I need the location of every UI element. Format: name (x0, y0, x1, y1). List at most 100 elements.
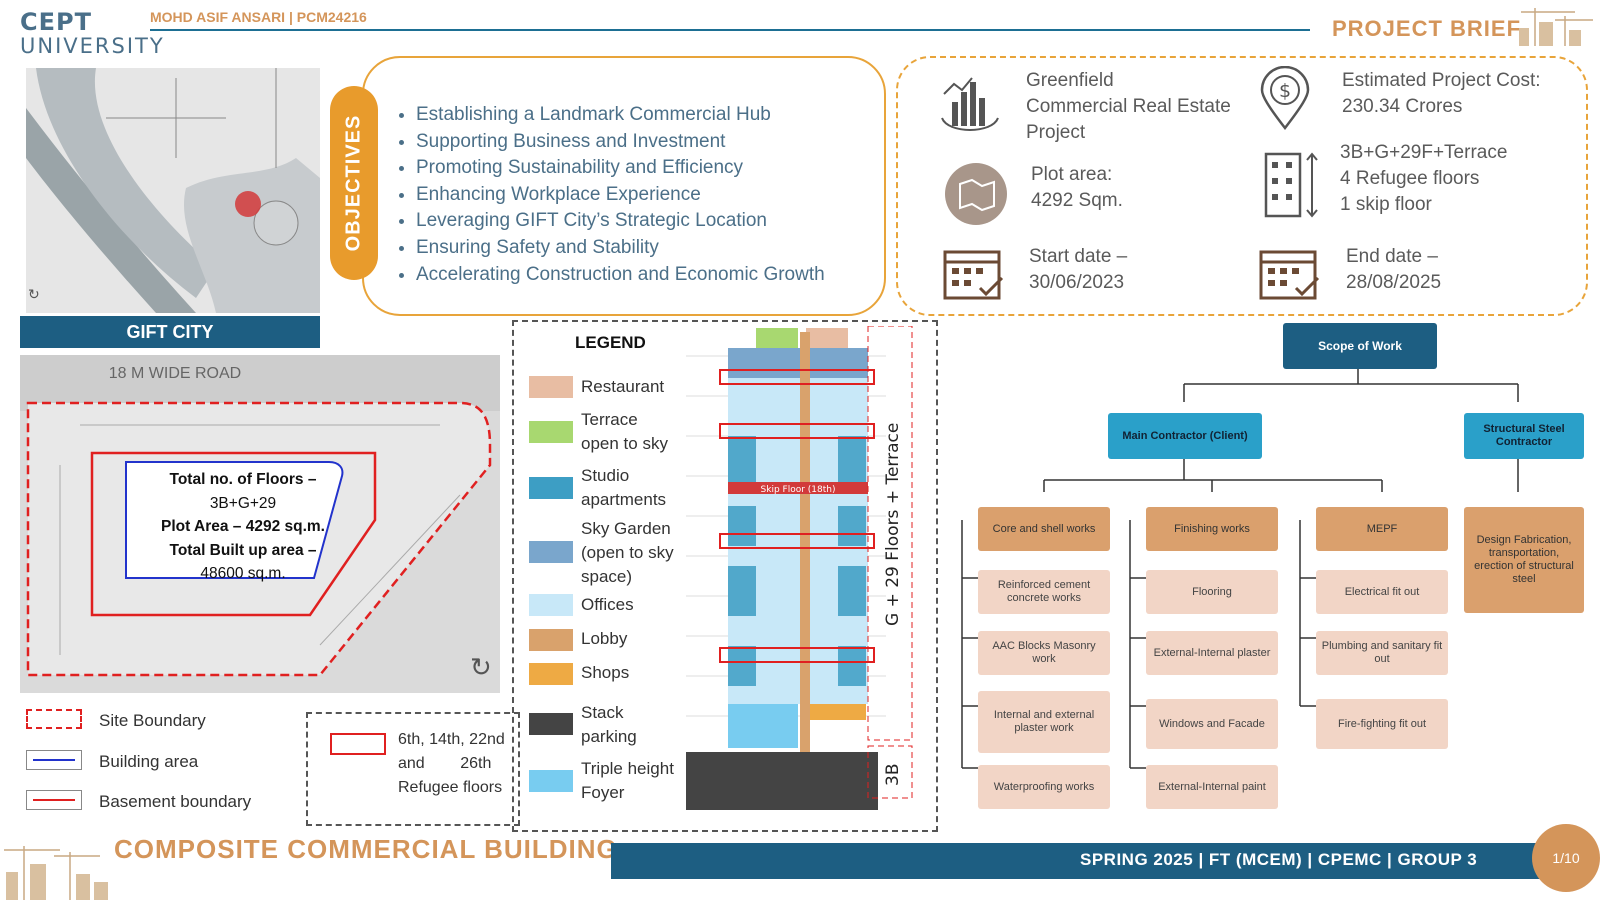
section-title: PROJECT BRIEF (1332, 16, 1522, 41)
objective-item: Enhancing Workplace Experience (416, 182, 825, 209)
scope-task: Fire-fighting fit out (1316, 699, 1448, 749)
building-area-symbol (26, 750, 82, 770)
finishing-node: Finishing works (1146, 507, 1278, 551)
legend-restaurant: Restaurant (581, 377, 665, 396)
end-date-label: End date – (1346, 246, 1438, 267)
legend-site-boundary: Site Boundary (99, 711, 206, 730)
main-contractor-node: Main Contractor (Client) (1108, 413, 1262, 459)
footer-title: COMPOSITE COMMERCIAL BUILDING (114, 834, 618, 864)
north-arrow-icon: ↻ (470, 652, 492, 682)
scope-task: Electrical fit out (1316, 570, 1448, 614)
site-info-line: 3B+G+29 (209, 494, 277, 512)
legend-foyer: Triple height Foyer (581, 759, 674, 802)
footer-bar (611, 843, 1541, 879)
scope-task: External-Internal plaster (1146, 631, 1278, 675)
refuge-legend (306, 712, 520, 826)
legend-building-area: Building area (99, 752, 199, 771)
terrace-swatch (529, 421, 573, 443)
lobby-swatch (529, 629, 573, 651)
shops-swatch (529, 663, 573, 685)
objective-item: Establishing a Landmark Commercial Hub (416, 102, 825, 129)
plot-area-value: 4292 Sqm. (1031, 190, 1123, 211)
legend-lobby: Lobby (581, 629, 628, 648)
scope-task: Plumbing and sanitary fit out (1316, 631, 1448, 675)
calendar-end-icon (1259, 250, 1320, 300)
project-type-line3: Project (1026, 122, 1086, 143)
plot-map-icon (945, 163, 1007, 225)
legend-offices: Offices (581, 595, 634, 614)
refuge-text: 6th, 14th, 22nd and 26th Refugee floors (398, 728, 505, 800)
site-info-line: Total Built up area – (169, 541, 317, 559)
objective-item: Supporting Business and Investment (416, 129, 825, 156)
offices-swatch (529, 594, 573, 616)
brief-panel (896, 56, 1588, 316)
site-info-line: 48600 sq.m. (200, 565, 286, 582)
university-logo-line1: CEPT (20, 8, 92, 36)
project-type-line1: Greenfield (1026, 70, 1114, 91)
legend-shops: Shops (581, 663, 630, 682)
skip-floor-label: Skip Floor (18th) (761, 485, 836, 495)
sky-garden-swatch (529, 541, 573, 563)
floors-count-label: G + 29 Floors + Terrace (883, 423, 903, 626)
header-divider (150, 29, 1310, 31)
restaurant-swatch (529, 376, 573, 398)
floors-summary-line2: 4 Refugee floors (1340, 168, 1480, 189)
start-date-value: 30/06/2023 (1029, 272, 1125, 293)
studio-swatch (529, 477, 573, 499)
svg-text:$: $ (1279, 80, 1291, 102)
building-floors-icon (1264, 152, 1318, 218)
crane-skyline-icon (4, 846, 108, 900)
cost-pin-icon: $ (1260, 66, 1310, 130)
end-date-value: 28/08/2025 (1346, 272, 1442, 293)
foyer-swatch (529, 770, 573, 792)
scope-task: External-Internal paint (1146, 765, 1278, 809)
page-number[interactable]: 1/10 (1532, 824, 1600, 892)
crane-skyline-icon (1519, 8, 1593, 46)
legend-basement-boundary: Basement boundary (99, 792, 252, 811)
legend-stack-parking: Stack parking (581, 703, 637, 746)
objective-item: Accelerating Construction and Economic G… (416, 262, 825, 289)
scope-task: AAC Blocks Masonry work (978, 631, 1110, 675)
mepf-node: MEPF (1316, 507, 1448, 551)
scope-connectors (961, 362, 1519, 769)
floors-summary-line1: 3B+G+29F+Terrace (1340, 142, 1508, 163)
building-area-outline (125, 461, 344, 579)
scope-task: Internal and external plaster work (978, 691, 1110, 753)
legend-title: LEGEND (575, 333, 646, 352)
map-caption: GIFT CITY (20, 316, 320, 348)
university-logo-line2: UNIVERSITY (20, 34, 165, 58)
refuge-line: Refugee floors (398, 779, 503, 796)
legend-sky-garden: Sky Garden (open to sky space) (581, 519, 674, 586)
legend-studio: Studio apartments (581, 466, 667, 509)
scope-task: Reinforced cement concrete works (978, 570, 1110, 614)
building-legend-panel (512, 320, 938, 832)
objectives-list: Establishing a Landmark Commercial Hub S… (392, 102, 825, 288)
scope-task: Waterproofing works (978, 765, 1110, 809)
project-type-line2: Commercial Real Estate (1026, 96, 1231, 117)
steel-task-node: Design Fabrication, transportation, erec… (1464, 507, 1584, 613)
objectives-tab: OBJECTIVES (330, 86, 378, 280)
refuge-line: and 26th (398, 755, 492, 772)
stack-parking-swatch (529, 713, 573, 735)
start-date-label: Start date – (1029, 246, 1128, 267)
refuge-line: 6th, 14th, 22nd (398, 731, 505, 748)
road-label: 18 M WIDE ROAD (108, 365, 242, 382)
basement-label: 3B (883, 764, 903, 786)
location-map (26, 68, 320, 313)
site-boundary-symbol (26, 709, 82, 729)
scope-task: Windows and Facade (1146, 699, 1278, 749)
cost-value: 230.34 Crores (1342, 96, 1463, 117)
steel-contractor-node: Structural Steel Contractor (1464, 413, 1584, 459)
plot-area-label: Plot area: (1031, 164, 1113, 185)
footer-info: SPRING 2025 | FT (MCEM) | CPEMC | GROUP … (1080, 850, 1478, 869)
building-section: Skip Floor (18th) G + 29 Floors + Terrac… (686, 326, 913, 810)
objective-item: Leveraging GIFT City’s Strategic Locatio… (416, 208, 825, 235)
legend-terrace: Terrace open to sky (581, 410, 668, 453)
scope-root-node: Scope of Work (1283, 323, 1437, 369)
site-info-box: Total no. of Floors – 3B+G+29 Plot Area … (128, 468, 358, 592)
cost-label: Estimated Project Cost: (1342, 70, 1541, 91)
site-info-line: Total no. of Floors – (169, 471, 317, 488)
floors-summary-line3: 1 skip floor (1340, 194, 1432, 215)
refuge-symbol (330, 733, 386, 755)
basement-boundary-symbol (26, 790, 82, 810)
